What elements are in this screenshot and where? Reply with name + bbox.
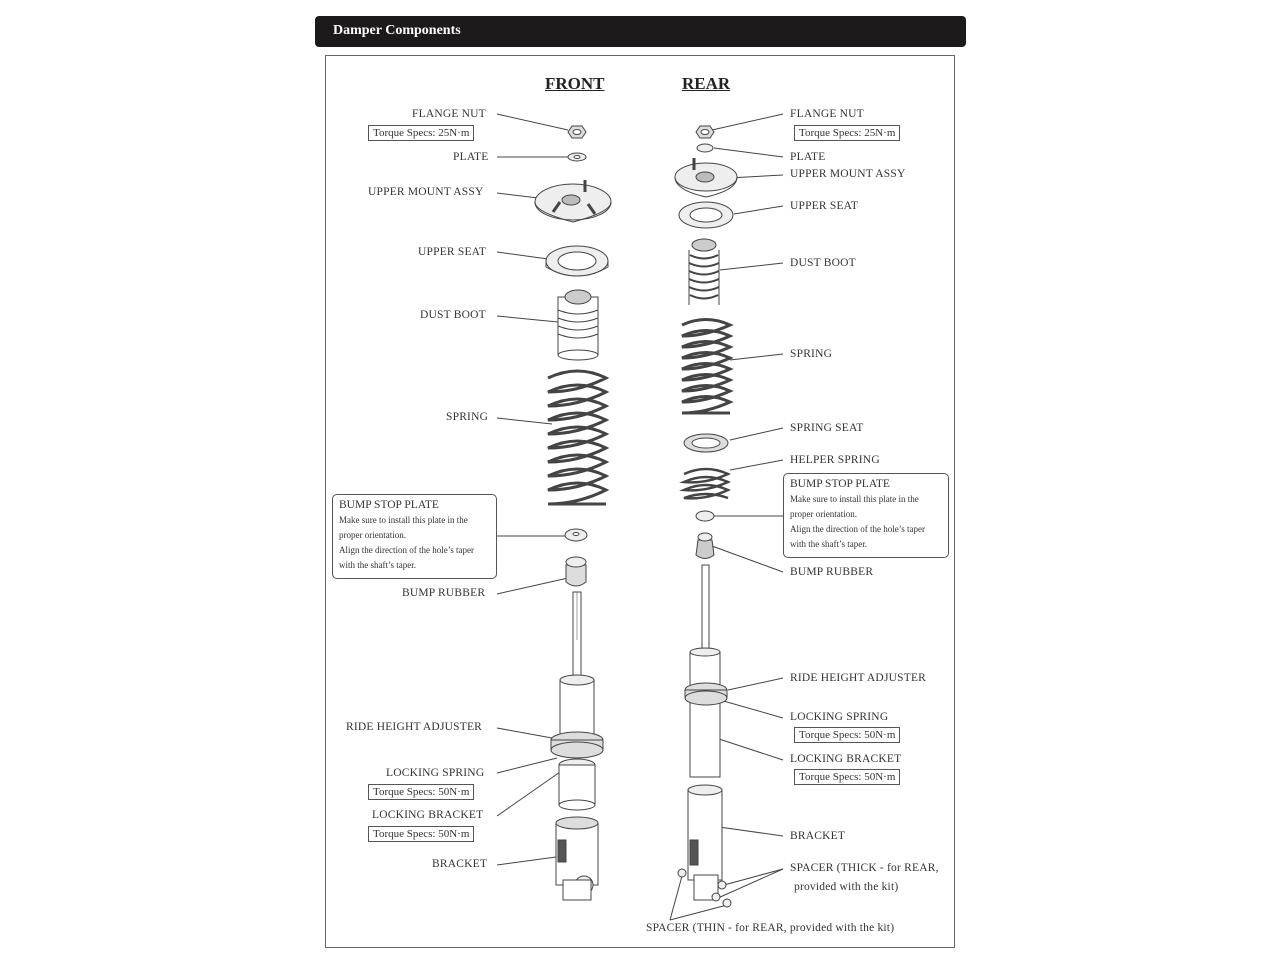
rear-locking-spring-label: LOCKING SPRING <box>790 711 889 723</box>
rear-locking-bracket-label: LOCKING BRACKET <box>790 753 902 765</box>
rear-locking-bracket-torque: Torque Specs: 50N·m <box>794 769 901 785</box>
diagram-frame <box>325 55 955 948</box>
front-bump-stop-note: BUMP STOP PLATE Make sure to install thi… <box>332 494 497 579</box>
rear-upper-seat-label: UPPER SEAT <box>790 200 859 212</box>
front-note-line: Align the direction of the hole’s taper <box>339 545 474 555</box>
header-bar: Damper Components <box>315 16 966 47</box>
front-note-line: with the shaft’s taper. <box>339 560 416 570</box>
front-upper-mount-label: UPPER MOUNT ASSY <box>368 186 484 198</box>
front-locking-spring-label: LOCKING SPRING <box>386 767 485 779</box>
front-bracket-label: BRACKET <box>432 858 488 870</box>
page-title: Damper Components <box>333 23 461 38</box>
rear-spacer-thin-label: SPACER (THIN - for REAR, provided with t… <box>646 922 895 934</box>
front-locking-bracket-label: LOCKING BRACKET <box>372 809 484 821</box>
rear-bump-rubber-label: BUMP RUBBER <box>790 566 874 578</box>
front-note-line: proper orientation. <box>339 530 406 540</box>
rear-note-line: Make sure to install this plate in the <box>790 494 919 504</box>
rear-note-line: Align the direction of the hole’s taper <box>790 524 925 534</box>
front-locking-bracket-torque: Torque Specs: 50N·m <box>368 826 475 842</box>
rear-flange-nut-label: FLANGE NUT <box>790 108 864 120</box>
rear-upper-mount-label: UPPER MOUNT ASSY <box>790 168 906 180</box>
rear-bump-stop-note: BUMP STOP PLATE Make sure to install thi… <box>783 473 949 558</box>
front-heading: FRONT <box>545 74 605 93</box>
front-dust-boot-label: DUST BOOT <box>420 309 486 321</box>
rear-note-line: with the shaft’s taper. <box>790 539 867 549</box>
rear-spacer-thick-label-2: provided with the kit) <box>794 881 899 893</box>
front-flange-nut <box>567 125 587 139</box>
rear-spacer-thick-label: SPACER (THICK - for REAR, <box>790 862 939 874</box>
rear-bracket-label: BRACKET <box>790 830 846 842</box>
rear-note-line: proper orientation. <box>790 509 857 519</box>
front-upper-seat-label: UPPER SEAT <box>418 246 487 258</box>
front-flange-nut-torque: Torque Specs: 25N·m <box>368 125 475 141</box>
rear-helper-spring-label: HELPER SPRING <box>790 454 880 466</box>
rear-flange-nut-torque: Torque Specs: 25N·m <box>794 125 901 141</box>
rear-heading: REAR <box>682 74 731 93</box>
front-locking-spring-torque: Torque Specs: 50N·m <box>368 784 475 800</box>
front-bump-rubber-label: BUMP RUBBER <box>402 587 486 599</box>
rear-spring-label: SPRING <box>790 348 833 360</box>
front-spring <box>547 369 610 506</box>
rear-ride-height-adjuster-label: RIDE HEIGHT ADJUSTER <box>790 672 927 684</box>
rear-plate-label: PLATE <box>790 151 826 163</box>
front-note-title: BUMP STOP PLATE <box>339 499 439 511</box>
front-flange-nut-label: FLANGE NUT <box>412 108 486 120</box>
front-note-line: Make sure to install this plate in the <box>339 515 468 525</box>
rear-spring-seat-label: SPRING SEAT <box>790 422 864 434</box>
rear-note-title: BUMP STOP PLATE <box>790 478 890 490</box>
front-spring-label: SPRING <box>446 411 489 423</box>
rear-locking-spring-torque: Torque Specs: 50N·m <box>794 727 901 743</box>
front-ride-height-adjuster-label: RIDE HEIGHT ADJUSTER <box>346 721 483 733</box>
rear-dust-boot-label: DUST BOOT <box>790 257 856 269</box>
front-plate-label: PLATE <box>453 151 489 163</box>
